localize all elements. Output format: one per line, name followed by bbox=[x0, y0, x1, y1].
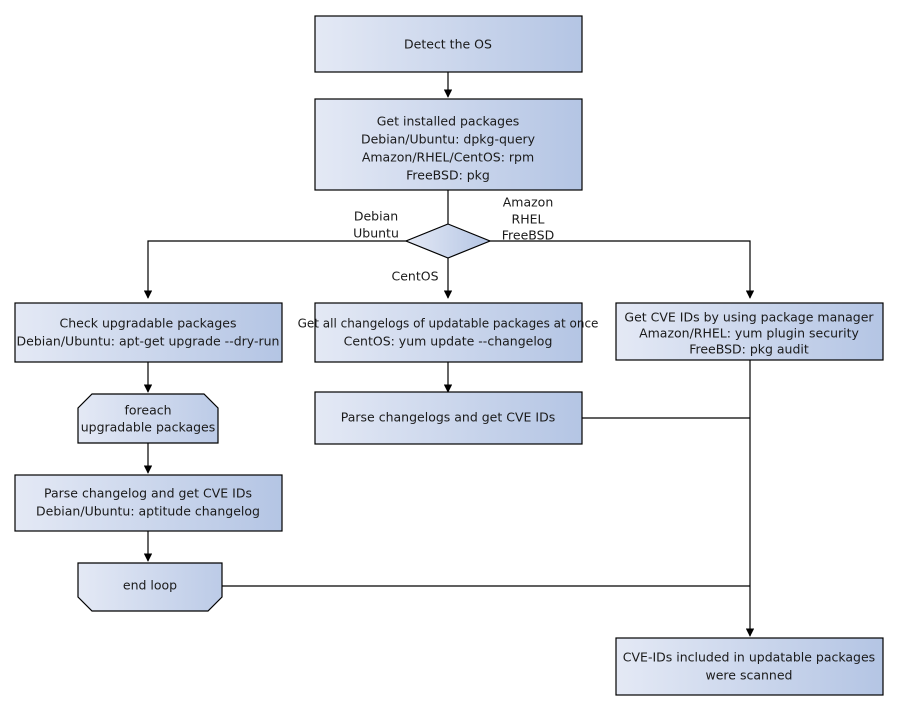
parse-changelog-debian-box bbox=[14, 474, 283, 532]
branch-rhel-label: RHEL bbox=[512, 212, 545, 227]
get-all-changelogs-line-2: CentOS: yum update --changelog bbox=[344, 334, 553, 349]
scan-complete-box bbox=[615, 637, 884, 696]
foreach-loop-shape bbox=[77, 393, 219, 444]
check-upgradable-line-2: Debian/Ubuntu: apt-get upgrade --dry-run bbox=[17, 334, 280, 349]
end-loop-label: end loop bbox=[123, 578, 177, 593]
node-check-upgradable[interactable]: Check upgradable packages Debian/Ubuntu:… bbox=[14, 302, 283, 363]
node-foreach-loop-start[interactable]: foreach upgradable packages bbox=[77, 393, 219, 444]
node-detect-os[interactable]: Detect the OS bbox=[314, 15, 583, 73]
branch-amazon-label: Amazon bbox=[503, 195, 554, 210]
get-cve-ids-package-manager-box bbox=[615, 302, 884, 361]
node-end-loop[interactable]: end loop bbox=[77, 562, 223, 612]
foreach-label-line-1: foreach bbox=[124, 403, 171, 418]
node-parse-changelog-debian[interactable]: Parse changelog and get CVE IDs Debian/U… bbox=[14, 474, 283, 532]
edge-decision-right-bus bbox=[448, 240, 755, 299]
detect-os-box bbox=[314, 15, 583, 73]
check-upgradable-line-1: Check upgradable packages bbox=[60, 316, 237, 331]
get-cve-ids-line-2: Amazon/RHEL: yum plugin security bbox=[639, 326, 859, 341]
connector-layer bbox=[143, 72, 755, 637]
node-scan-complete[interactable]: CVE-IDs included in updatable packages w… bbox=[615, 637, 884, 696]
os-decision-diamond bbox=[404, 223, 492, 259]
branch-ubuntu-label: Ubuntu bbox=[353, 226, 399, 241]
parse-changelog-debian-line-1: Parse changelog and get CVE IDs bbox=[44, 486, 252, 501]
branch-centos-label: CentOS bbox=[391, 269, 438, 284]
node-parse-changelogs-centos[interactable]: Parse changelogs and get CVE IDs bbox=[314, 391, 583, 445]
node-get-all-changelogs[interactable]: Get all changelogs of updatable packages… bbox=[298, 302, 599, 363]
parse-changelog-debian-line-2: Debian/Ubuntu: aptitude changelog bbox=[36, 504, 260, 519]
detect-os-label: Detect the OS bbox=[404, 37, 492, 52]
end-loop-shape bbox=[77, 562, 223, 612]
edge-label-centos: CentOS bbox=[391, 269, 438, 284]
node-get-installed-packages[interactable]: Get installed packages Debian/Ubuntu: dp… bbox=[314, 98, 583, 191]
branch-debian-label: Debian bbox=[354, 209, 398, 224]
parse-changelogs-centos-box bbox=[314, 391, 583, 445]
get-all-changelogs-line-1: Get all changelogs of updatable packages… bbox=[298, 317, 599, 331]
get-installed-packages-line-2: Debian/Ubuntu: dpkg-query bbox=[361, 132, 536, 147]
get-installed-packages-line-3: Amazon/RHEL/CentOS: rpm bbox=[362, 150, 534, 165]
get-cve-ids-line-1: Get CVE IDs by using package manager bbox=[624, 310, 874, 325]
get-installed-packages-line-4: FreeBSD: pkg bbox=[406, 168, 490, 183]
get-cve-ids-line-3: FreeBSD: pkg audit bbox=[689, 342, 809, 357]
parse-changelogs-centos-label: Parse changelogs and get CVE IDs bbox=[341, 410, 555, 425]
scan-complete-line-1: CVE-IDs included in updatable packages bbox=[623, 650, 875, 665]
check-upgradable-box bbox=[14, 302, 283, 363]
get-all-changelogs-box bbox=[314, 302, 583, 363]
node-os-decision[interactable] bbox=[404, 223, 492, 259]
scan-complete-line-2: were scanned bbox=[706, 668, 793, 683]
node-get-cve-ids-package-manager[interactable]: Get CVE IDs by using package manager Ama… bbox=[615, 302, 884, 361]
foreach-label-line-2: upgradable packages bbox=[81, 420, 216, 435]
get-installed-packages-line-1: Get installed packages bbox=[377, 114, 520, 129]
get-installed-packages-box bbox=[314, 98, 583, 191]
branch-freebsd-label: FreeBSD bbox=[502, 228, 554, 243]
edge-decision-left-bus bbox=[143, 240, 448, 299]
edge-label-amazon-rhel-freebsd: Amazon RHEL FreeBSD bbox=[502, 195, 554, 243]
edge-label-debian-ubuntu: Debian Ubuntu bbox=[353, 209, 399, 241]
